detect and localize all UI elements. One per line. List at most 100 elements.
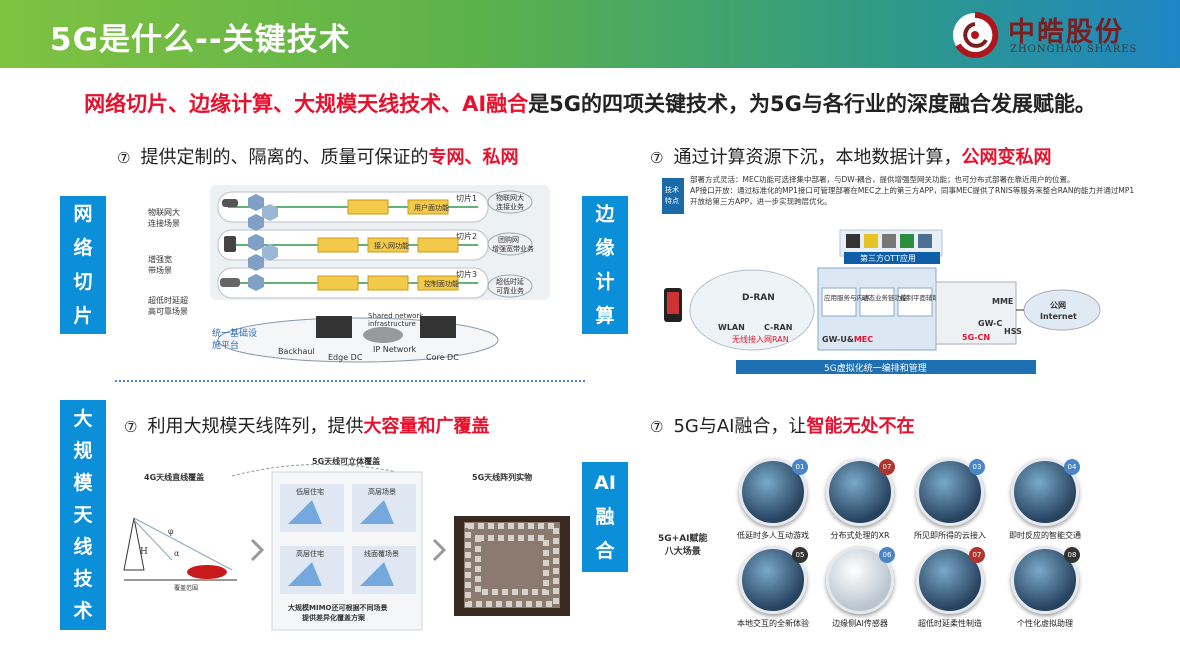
label-massive-mimo: 大 规 模 天 线 技 术 xyxy=(60,400,106,630)
tablet-icon xyxy=(224,236,236,252)
slicing-heading-red: 专网、私网 xyxy=(428,147,519,168)
svg-text:施平台: 施平台 xyxy=(212,339,239,351)
arrow-icon xyxy=(432,538,447,562)
slicing-heading: ⑦ 提供定制的、隔离的、质量可保证的专网、私网 xyxy=(117,143,518,169)
svg-text:接入网功能: 接入网功能 xyxy=(374,241,409,250)
svg-text:5G天线可立体覆盖: 5G天线可立体覆盖 xyxy=(312,456,380,466)
svg-text:物联网大: 物联网大 xyxy=(148,207,180,217)
edge-computing-diagram: 技术 特点 部署方式灵活：MEC功能可选择集中部署，与DW-耦合，提供增强型网关… xyxy=(662,175,1134,374)
svg-text:Shared network: Shared network xyxy=(368,312,424,320)
ai-scenarios: 5G+AI赋能 八大场景 xyxy=(640,445,1140,635)
mimo-heading-text: 利用大规模天线阵列，提供 xyxy=(147,416,364,437)
svg-text:动态业务链功能: 动态业务链功能 xyxy=(862,293,908,302)
svg-text:高层场景: 高层场景 xyxy=(368,487,396,496)
slice-row-2 xyxy=(217,229,489,261)
scenario-image: 01 xyxy=(739,458,808,526)
label-edge-computing: 边 缘 计 算 xyxy=(582,196,628,334)
svg-text:φ: φ xyxy=(168,527,174,536)
ai-heading-text: 5G与AI融合，让 xyxy=(673,416,807,437)
svg-text:WLAN: WLAN xyxy=(718,323,745,332)
scenario-image: 08 xyxy=(1011,546,1080,614)
edge-heading: ⑦ 通过计算资源下沉，本地数据计算，公网变私网 xyxy=(650,143,1051,169)
edge-bullet-1: 部署方式灵活：MEC功能可选择集中部署，与DW-耦合，提供增强型网关功能；也可分… xyxy=(690,175,1075,184)
ai-scenario-6: 06 边缘侧AI传感器 xyxy=(815,546,905,629)
summary-rest: 是5G的四项关键技术，为5G与各行业的深度融合发展赋能。 xyxy=(528,92,1096,116)
svg-text:线面覆场景: 线面覆场景 xyxy=(364,549,399,558)
edge-heading-red: 公网变私网 xyxy=(961,147,1052,168)
ran-cloud xyxy=(689,269,815,351)
svg-text:Edge DC: Edge DC xyxy=(328,353,363,362)
internet-cloud xyxy=(1023,289,1101,331)
label-network-slicing: 网 络 切 片 xyxy=(60,196,106,334)
ai-scenario-7: 07 超低时延柔性制造 xyxy=(905,546,995,629)
svg-text:infrastructure: infrastructure xyxy=(368,320,416,328)
scenario-image: 07 xyxy=(826,458,895,526)
hexagon-column xyxy=(248,194,278,291)
bullet-mark: ⑦ xyxy=(650,149,664,167)
svg-text:高可靠场景: 高可靠场景 xyxy=(148,306,188,316)
scenario-image: 05 xyxy=(739,546,808,614)
ai-center-label: 5G+AI赋能 八大场景 xyxy=(658,534,708,557)
car-icon xyxy=(220,278,240,287)
svg-text:5G天线阵列实物: 5G天线阵列实物 xyxy=(472,472,532,482)
scenario-image: 03 xyxy=(916,458,985,526)
svg-text:5G-CN: 5G-CN xyxy=(962,333,990,342)
slice-row-1 xyxy=(217,191,489,223)
ai-scenario-1: 01 低延时多人互动游戏 xyxy=(728,458,818,541)
device-icons xyxy=(220,199,240,287)
svg-text:可靠业务: 可靠业务 xyxy=(496,286,524,295)
ai-scenario-4: 04 即时反应的智能交通 xyxy=(1000,458,1090,541)
svg-text:4G天线直线覆盖: 4G天线直线覆盖 xyxy=(144,472,204,482)
svg-text:GW-U&MEC: GW-U&MEC xyxy=(822,335,873,344)
mimo-heading: ⑦ 利用大规模天线阵列，提供大容量和广覆盖 xyxy=(124,412,489,438)
core-dc-icon xyxy=(420,316,456,338)
svg-text:IP Network: IP Network xyxy=(373,345,416,354)
antenna-elements xyxy=(465,523,559,607)
4g-tower: H φ α 覆盖范围 xyxy=(123,517,237,592)
svg-text:Core DC: Core DC xyxy=(426,353,459,362)
header-bar: 5G是什么--关键技术 中皓股份 ZHONGHAO SHARES xyxy=(0,0,1180,68)
svg-text:统一基础设: 统一基础设 xyxy=(212,327,257,339)
label-ai-fusion: AI 融 合 xyxy=(582,462,628,572)
mimo-heading-red: 大容量和广覆盖 xyxy=(363,416,490,437)
core-network-box xyxy=(935,281,1017,345)
company-logo: 中皓股份 ZHONGHAO SHARES xyxy=(950,8,1180,60)
svg-text:控制面功能: 控制面功能 xyxy=(424,279,459,288)
svg-text:MME: MME xyxy=(992,297,1013,306)
svg-text:超低时延超: 超低时延超 xyxy=(148,295,188,305)
svg-text:公网: 公网 xyxy=(1050,301,1066,310)
edge-heading-text: 通过计算资源下沉，本地数据计算， xyxy=(673,147,962,168)
slicing-heading-text: 提供定制的、隔离的、质量可保证的 xyxy=(140,147,429,168)
edge-dc-icon xyxy=(316,316,352,338)
svg-text:用户面功能: 用户面功能 xyxy=(414,203,449,212)
logo-text-en: ZHONGHAO SHARES xyxy=(1010,44,1138,55)
ai-scenario-8: 08 个性化虚拟助理 xyxy=(1000,546,1090,629)
svg-text:物联网大: 物联网大 xyxy=(496,193,524,202)
section-divider xyxy=(115,380,585,382)
svg-text:第三方OTT应用: 第三方OTT应用 xyxy=(860,253,916,263)
svg-text:5G虚拟化统一编排和管理: 5G虚拟化统一编排和管理 xyxy=(824,362,927,374)
svg-text:应用服务与内容: 应用服务与内容 xyxy=(824,293,870,302)
logo-mark-icon xyxy=(953,11,999,58)
slice-row-3 xyxy=(217,267,489,299)
scenario-image: 06 xyxy=(826,546,895,614)
key-tech-summary: 网络切片、边缘计算、大规模天线技术、AI融合是5G的四项关键技术，为5G与各行业… xyxy=(0,88,1180,118)
bullet-mark: ⑦ xyxy=(117,149,131,167)
svg-text:无线接入网RAN: 无线接入网RAN xyxy=(732,334,789,344)
bullet-mark: ⑦ xyxy=(124,418,138,436)
ai-heading-red: 智能无处不在 xyxy=(806,416,915,437)
svg-text:高层住宅: 高层住宅 xyxy=(296,549,324,558)
svg-text:特点: 特点 xyxy=(665,196,679,205)
scenario-image: 07 xyxy=(916,546,985,614)
svg-text:GW-C: GW-C xyxy=(978,319,1002,328)
watch-icon xyxy=(222,199,238,207)
svg-text:增强宽: 增强宽 xyxy=(148,254,172,264)
svg-text:控制平面辅助功能: 控制平面辅助功能 xyxy=(900,293,953,302)
svg-text:切片3: 切片3 xyxy=(456,269,477,279)
svg-text:C-RAN: C-RAN xyxy=(764,323,792,332)
logo-text-cn: 中皓股份 xyxy=(1008,17,1124,48)
svg-text:切片2: 切片2 xyxy=(456,231,477,241)
svg-text:Internet: Internet xyxy=(1040,312,1077,321)
svg-text:覆盖范围: 覆盖范围 xyxy=(174,584,198,592)
